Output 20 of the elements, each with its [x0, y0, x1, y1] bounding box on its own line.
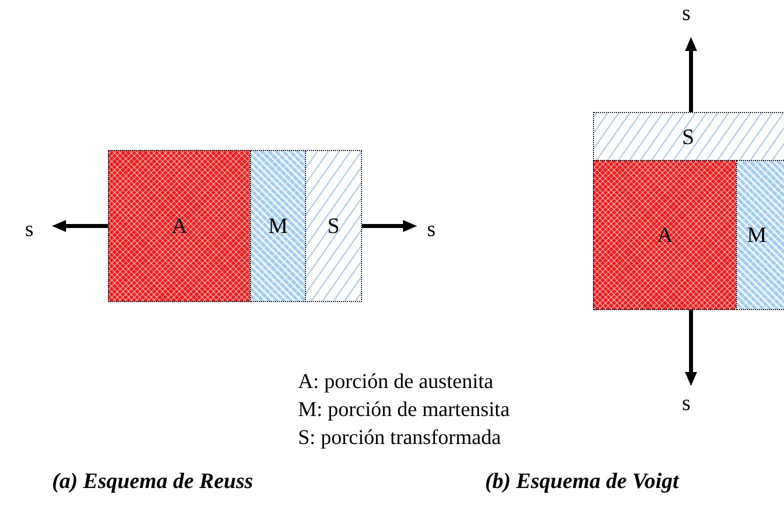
part-letter: M — [747, 224, 767, 246]
part-letter: A — [172, 215, 188, 237]
part-letter: A — [657, 224, 673, 246]
legend-text: A: porción de austenita — [298, 371, 494, 392]
part-letter: S — [327, 215, 340, 237]
crosshatched-block — [593, 160, 737, 310]
force-symbol: s — [25, 218, 34, 240]
force-symbol: s — [682, 392, 691, 414]
legend-text: M: porción de martensita — [298, 399, 510, 420]
legend-text: S: porción transformada — [298, 427, 501, 448]
striped-block — [305, 150, 362, 302]
caption: (a) Esquema de Reuss — [52, 470, 254, 492]
force-symbol: s — [682, 2, 691, 24]
woven-block — [250, 150, 306, 302]
part-letter: M — [268, 215, 288, 237]
force-symbol: s — [427, 218, 436, 240]
part-letter: S — [682, 126, 694, 148]
striped-block — [593, 112, 784, 161]
crosshatched-block — [108, 150, 251, 302]
caption: (b) Esquema de Voigt — [485, 470, 679, 492]
